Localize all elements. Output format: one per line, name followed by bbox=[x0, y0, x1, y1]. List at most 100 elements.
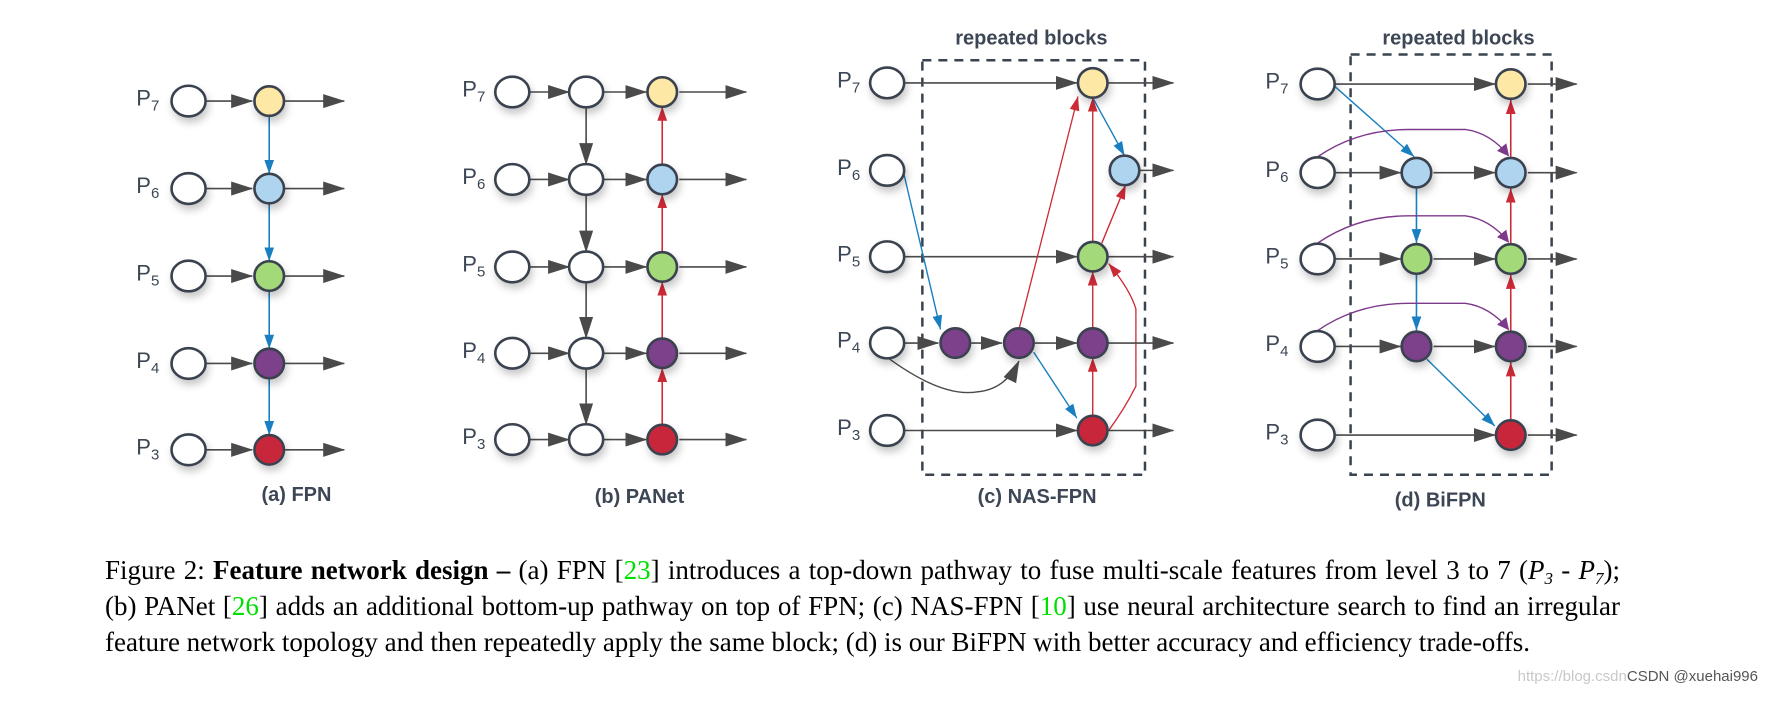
panet-node-p7 bbox=[646, 75, 679, 109]
repeated-blocks-label: repeated blocks bbox=[1382, 27, 1534, 49]
cross-scale-edge bbox=[1018, 96, 1080, 330]
caption-text: - bbox=[1552, 555, 1579, 585]
citation-link[interactable]: 26 bbox=[231, 591, 259, 621]
level-label-p4: P4 bbox=[837, 328, 860, 357]
topdown-node-p7 bbox=[567, 75, 605, 109]
cross-scale-edge bbox=[1426, 358, 1496, 427]
level-label-p4: P4 bbox=[136, 348, 159, 377]
nas-node-p4-a bbox=[939, 326, 972, 360]
cross-scale-edge bbox=[902, 170, 943, 330]
level-label-p7: P7 bbox=[136, 86, 159, 115]
math-symbol: P3 bbox=[1527, 555, 1553, 588]
level-label-p6: P6 bbox=[462, 164, 485, 193]
panet-node-p3 bbox=[646, 423, 679, 456]
skip-edge bbox=[1317, 302, 1510, 332]
nas-node-p4-b bbox=[1002, 326, 1035, 360]
level-label-p5: P5 bbox=[136, 261, 159, 290]
bifpn-td-node-p5 bbox=[1400, 242, 1433, 276]
level-label-p7: P7 bbox=[462, 77, 485, 106]
level-label-p3: P3 bbox=[1265, 420, 1288, 449]
nas-node-p6 bbox=[1108, 154, 1141, 187]
bifpn-td-node-p4 bbox=[1400, 330, 1433, 363]
topdown-node-p4 bbox=[567, 336, 605, 370]
input-node-p3 bbox=[493, 422, 531, 457]
bifpn-out-node-p4 bbox=[1494, 330, 1527, 363]
topdown-node-p5 bbox=[567, 250, 605, 284]
input-node-p3 bbox=[868, 413, 906, 448]
fpn-node-p5 bbox=[253, 259, 286, 293]
fpn-node-p7 bbox=[253, 85, 286, 118]
math-sub: 7 bbox=[1594, 569, 1604, 588]
level-label-p6: P6 bbox=[837, 155, 860, 184]
input-node-p7 bbox=[493, 75, 531, 109]
math-var: P bbox=[1527, 555, 1545, 585]
level-label-p5: P5 bbox=[837, 241, 860, 270]
input-node-p7 bbox=[1299, 67, 1336, 101]
figure-caption: Figure 2: Feature network design – (a) F… bbox=[105, 552, 1620, 660]
level-label-p4: P4 bbox=[462, 338, 485, 367]
cross-scale-edge bbox=[1033, 351, 1078, 419]
math-symbol: P7 bbox=[1578, 555, 1604, 588]
level-label-p5: P5 bbox=[1265, 244, 1288, 273]
skip-edge bbox=[888, 358, 1020, 394]
caption-text: ] adds an additional bottom-up pathway o… bbox=[258, 591, 1040, 621]
nas-node-p7 bbox=[1076, 66, 1109, 99]
nas-node-p4 bbox=[1076, 326, 1109, 360]
skip-edge bbox=[1108, 263, 1137, 431]
input-node-p6 bbox=[868, 153, 906, 188]
input-node-p3 bbox=[170, 433, 207, 467]
input-node-p4 bbox=[493, 336, 531, 370]
panel-caption-bifpn: (d) BiFPN bbox=[1395, 490, 1486, 512]
math-sub: 3 bbox=[1544, 569, 1553, 588]
repeated-blocks-label: repeated blocks bbox=[955, 27, 1107, 49]
bifpn-out-node-p5 bbox=[1494, 242, 1527, 276]
panel-caption-nasfpn: (c) NAS-FPN bbox=[978, 486, 1097, 508]
math-var: P bbox=[1578, 555, 1595, 585]
level-label-p5: P5 bbox=[462, 251, 485, 280]
watermark-text: CSDN @xuehai996 bbox=[1626, 668, 1758, 685]
input-node-p5 bbox=[868, 240, 906, 274]
citation-link[interactable]: 23 bbox=[623, 555, 651, 585]
skip-edge bbox=[1317, 128, 1510, 158]
input-node-p5 bbox=[493, 250, 531, 284]
bifpn-td-node-p6 bbox=[1400, 156, 1433, 189]
topdown-node-p3 bbox=[567, 422, 605, 457]
caption-text: ] introduces a top-down pathway to fuse … bbox=[650, 555, 1528, 585]
nas-node-p5 bbox=[1076, 240, 1109, 273]
cross-scale-edge bbox=[1092, 97, 1126, 156]
panet-node-p5 bbox=[646, 250, 679, 284]
panet-node-p4 bbox=[646, 337, 679, 370]
caption-text: ] use neural architecture search to find… bbox=[105, 591, 1620, 657]
panet-node-p6 bbox=[646, 163, 679, 196]
input-node-p3 bbox=[1299, 418, 1336, 452]
caption-title: Feature network design – bbox=[213, 555, 511, 585]
level-label-p4: P4 bbox=[1265, 331, 1288, 360]
repeated-block-box bbox=[1349, 53, 1553, 477]
level-label-p6: P6 bbox=[1265, 157, 1288, 186]
level-label-p3: P3 bbox=[462, 424, 485, 453]
input-node-p7 bbox=[170, 84, 207, 118]
input-node-p5 bbox=[170, 259, 207, 293]
citation-link[interactable]: 10 bbox=[1039, 591, 1067, 621]
watermark: https://blog.csdnCSDN @xuehai996 bbox=[1518, 668, 1758, 685]
level-label-p3: P3 bbox=[136, 434, 159, 463]
level-label-p3: P3 bbox=[837, 415, 860, 444]
input-node-p4 bbox=[1299, 329, 1336, 364]
bifpn-out-node-p7 bbox=[1494, 67, 1527, 101]
panel-caption-panet: (b) PANet bbox=[595, 486, 685, 508]
input-node-p4 bbox=[868, 326, 906, 360]
cross-scale-edge bbox=[1101, 184, 1127, 244]
caption-prefix: Figure 2: bbox=[105, 555, 214, 585]
caption-text: (a) FPN [ bbox=[510, 555, 624, 585]
input-node-p5 bbox=[1299, 242, 1336, 276]
input-node-p6 bbox=[1299, 156, 1336, 190]
fpn-node-p4 bbox=[253, 347, 286, 380]
input-node-p7 bbox=[868, 66, 906, 100]
watermark-url: https://blog.csdn bbox=[1517, 668, 1627, 685]
level-label-p6: P6 bbox=[136, 173, 159, 202]
caption-text: ); (b) PANet [ bbox=[105, 555, 1620, 621]
level-label-p7: P7 bbox=[1265, 69, 1288, 98]
input-node-p4 bbox=[170, 346, 207, 381]
fpn-node-p3 bbox=[253, 433, 286, 466]
